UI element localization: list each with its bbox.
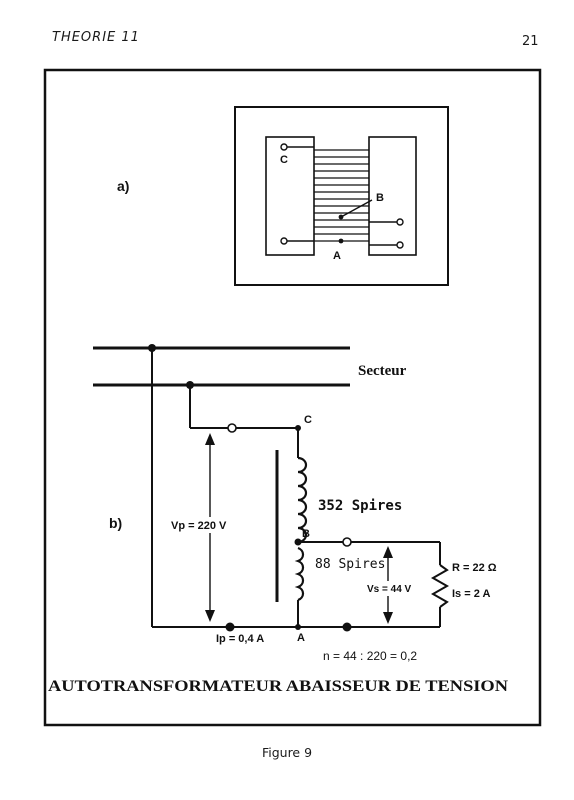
diagram-a: a) C B A <box>117 106 449 286</box>
secondary-voltage-label: Vs = 44 V <box>367 584 412 595</box>
bottom-node-left <box>225 622 235 632</box>
secondary-current-label: Is = 2 A <box>452 588 490 600</box>
ratio-label: n = 44 : 220 = 0,2 <box>323 649 417 663</box>
primary-current-label: Ip = 0,4 A <box>216 633 264 645</box>
terminal-right-low-dot <box>396 241 404 249</box>
section-header: THEORIE 11 <box>52 30 140 45</box>
secondary-open-dot <box>342 537 352 547</box>
terminal-c-open-dot <box>227 423 237 433</box>
terminal-b-label-a: B <box>376 192 384 204</box>
terminal-a-label-a: A <box>333 250 341 262</box>
terminal-c-dot <box>280 143 288 151</box>
load-resistor <box>430 564 450 608</box>
terminal-c-label-a: C <box>280 154 288 166</box>
diagram-a-box <box>234 106 449 286</box>
bottom-node-right <box>342 622 352 632</box>
upper-winding-label: 352 Spires <box>318 498 402 514</box>
winding-turns <box>314 149 369 242</box>
diagram-a-label: a) <box>117 178 129 194</box>
page-number: 21 <box>522 34 539 49</box>
lower-winding-coil <box>294 546 305 602</box>
terminal-a-label-b: A <box>297 632 305 644</box>
diagram-b-label: b) <box>109 515 122 531</box>
core-right-limb <box>368 136 417 256</box>
terminal-a-node <box>295 624 301 630</box>
terminal-b-label-b: B <box>302 528 310 540</box>
lower-winding-label: 88 Spires <box>315 557 385 572</box>
figure-frame <box>43 68 542 727</box>
terminal-left-low-dot <box>280 237 288 245</box>
resistance-label: R = 22 Ω <box>452 562 497 574</box>
diagram-b: Secteur C B A <box>93 344 497 663</box>
mains-label: Secteur <box>358 363 407 379</box>
core-left-limb <box>265 136 315 256</box>
primary-voltage-label: Vp = 220 V <box>171 520 227 532</box>
upper-winding-coil <box>297 456 308 544</box>
terminal-right-mid-dot <box>396 218 404 226</box>
figure-title: AUTOTRANSFORMATEUR ABAISSEUR DE TENSION <box>48 678 508 695</box>
terminal-c-label-b: C <box>304 414 312 426</box>
figure-caption: Figure 9 <box>261 745 313 760</box>
